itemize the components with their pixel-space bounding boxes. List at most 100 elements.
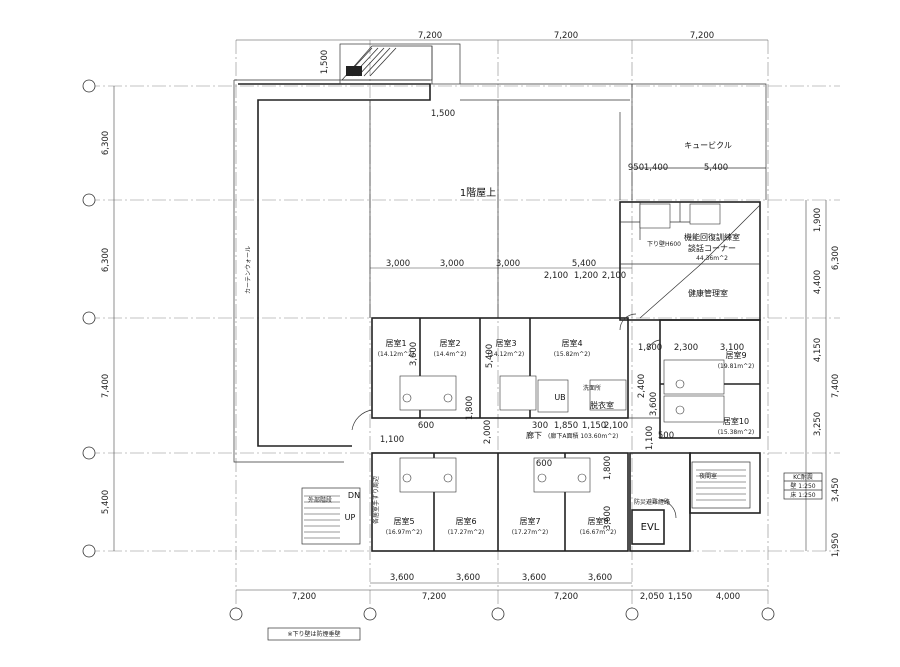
top-stair: [339, 43, 461, 85]
dim-cub-3: 5,400: [704, 163, 728, 173]
dim-v-9: 3,600: [603, 506, 613, 530]
dim-top-1: 7,200: [418, 31, 442, 41]
area-labels: 1階屋上 キュービクル 機能回復訓練室 談話コーナー 44.36m^2 健康管理…: [244, 141, 740, 638]
legend: KC耐震 壁 1:250 床 1:250: [790, 473, 815, 499]
dim-v-4: 2,400: [637, 374, 647, 398]
dim-top-stair: 1,500: [320, 50, 330, 74]
dim-bottom-1: 7,200: [292, 592, 316, 602]
diagonal-marks: [639, 204, 761, 319]
changing-room-label: 脱衣室: [590, 400, 614, 410]
dim-right-2: 6,300: [831, 246, 841, 270]
dimension-lines: [113, 39, 827, 591]
legend-title: KC耐震: [793, 473, 813, 481]
room-1-area: (14.12m^2): [378, 351, 415, 358]
dim-v-7: 1,100: [645, 426, 655, 450]
down-wall-label: 下り壁H600: [647, 240, 681, 248]
dim-cor-8: 500: [658, 431, 674, 441]
dim-right-4: 4,150: [813, 338, 823, 362]
dim-v-8: 1,800: [603, 456, 613, 480]
room-8-name: 居室8: [587, 516, 608, 526]
dim-mid2-3: 2,100: [602, 271, 626, 281]
dim-top-3: 7,200: [690, 31, 714, 41]
right-stair: [691, 461, 751, 509]
door-swings: [351, 313, 677, 519]
dim-cor-2: 600: [418, 421, 434, 431]
dim-v-6: 2,000: [483, 420, 493, 444]
elevator-label: EVL: [641, 522, 660, 533]
dim-bottom-5: 1,150: [668, 592, 692, 602]
dim-cor-5: 1,150: [582, 421, 606, 431]
room-4-name: 居室4: [561, 338, 582, 348]
dim-right-6: 3,250: [813, 412, 823, 436]
dim-mid2-2: 1,200: [574, 271, 598, 281]
dim-right-1: 1,900: [813, 208, 823, 232]
dim-bottom-inner-2: 3,600: [456, 573, 480, 583]
grid-bubbles: [82, 79, 775, 621]
dim-rr-2: 3,100: [720, 343, 744, 353]
corridor-area-label: (廊下A面積 103.60m^2): [548, 432, 618, 440]
room-2-name: 居室2: [439, 338, 460, 348]
building-walls: [371, 201, 761, 552]
machine-area-label: 44.36m^2: [696, 255, 728, 262]
parapet-label: カーテンウォール: [244, 246, 252, 294]
room-4-area: (15.82m^2): [554, 351, 591, 358]
legend-box: [783, 472, 823, 500]
dim-left-4: 5,400: [101, 490, 111, 514]
bathroom-fixtures: [399, 203, 725, 493]
footnote-box: [267, 627, 361, 641]
dim-mid-3: 3,000: [496, 259, 520, 269]
health-room-label: 健康管理室: [688, 288, 728, 298]
room-6-name: 居室6: [455, 516, 476, 526]
stair-dn-label: DN: [348, 491, 360, 500]
dim-cor-3: 300: [532, 421, 548, 431]
dim-cor-6: 2,100: [604, 421, 628, 431]
room-9-area: (19.81m^2): [718, 363, 755, 370]
dim-v-5: 3,600: [649, 392, 659, 416]
dim-right-7: 3,450: [831, 478, 841, 502]
dim-bottom-3: 7,200: [554, 592, 578, 602]
dim-bottom-inner-3: 3,600: [522, 573, 546, 583]
evac-route-label: 防災避難経路: [634, 498, 670, 506]
side-note-label: 各居室手すり周辺: [372, 476, 380, 524]
cubicle-block: [619, 84, 766, 200]
room-2-area: (14.4m^2): [434, 351, 467, 358]
left-stair: [301, 487, 361, 545]
footnote-text: ※下り壁は防煙垂壁: [287, 630, 340, 638]
dim-mid-2: 3,000: [440, 259, 464, 269]
dim-right-5: 7,400: [831, 374, 841, 398]
dim-left-3: 7,400: [101, 374, 111, 398]
room-5-area: (16.97m^2): [386, 529, 423, 536]
dim-right-3: 4,400: [813, 270, 823, 294]
room-1-name: 居室1: [385, 338, 406, 348]
room-7-area: (17.27m^2): [512, 529, 549, 536]
room-10-area: (15.38m^2): [718, 429, 755, 436]
dim-bottom-6: 4,000: [716, 592, 740, 602]
dim-top-stair-w: 1,500: [431, 109, 455, 119]
dim-left-2: 6,300: [101, 248, 111, 272]
room-10-name: 居室10: [723, 416, 749, 426]
room-5-name: 居室5: [393, 516, 414, 526]
dim-top-2: 7,200: [554, 31, 578, 41]
room-labels: 居室1 (14.12m^2) 居室2 (14.4m^2) 居室3 (14.12m…: [378, 338, 755, 536]
dim-cor-4: 1,850: [554, 421, 578, 431]
room-3-area: (14.12m^2): [488, 351, 525, 358]
stair-external-label: 外部階段: [308, 496, 332, 504]
dim-rr-1: 2,300: [674, 343, 698, 353]
dim-mid2-1: 2,100: [544, 271, 568, 281]
dim-mid-4: 5,400: [572, 259, 596, 269]
cubicle-label: キュービクル: [684, 141, 732, 150]
dim-left-1: 6,300: [101, 131, 111, 155]
room-9-name: 居室9: [725, 350, 746, 360]
dim-bottom-inner-4: 3,600: [588, 573, 612, 583]
unit-bath-label: UB: [554, 393, 565, 402]
dim-v-1: 3,600: [409, 342, 419, 366]
dim-bottom-2: 7,200: [422, 592, 446, 602]
legend-line-1: 壁 1:250: [790, 482, 815, 490]
dim-v-3: 5,400: [485, 344, 495, 368]
dim-cor-7: 600: [536, 459, 552, 469]
stair-up-label: UP: [345, 513, 356, 522]
dim-cub-1: 950: [628, 163, 644, 173]
dim-cub-2: 1,400: [644, 163, 668, 173]
corridor-label: 廊下: [526, 430, 542, 440]
